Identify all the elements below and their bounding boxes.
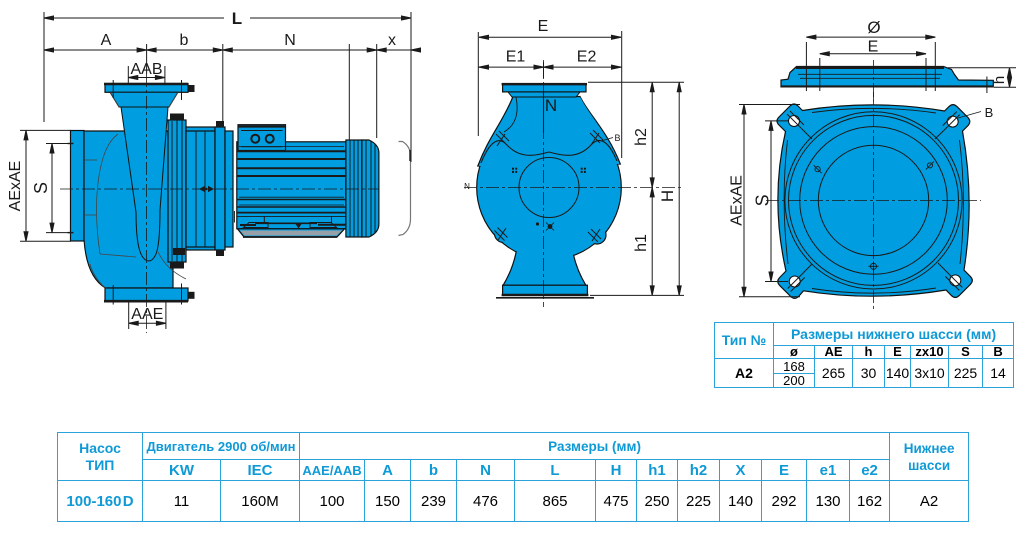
svg-text:B: B — [614, 133, 620, 143]
svg-text:N: N — [284, 32, 296, 49]
svg-text:N: N — [464, 182, 470, 191]
svg-text:h1: h1 — [633, 234, 650, 252]
svg-text:h2: h2 — [633, 128, 650, 146]
svg-text:E2: E2 — [577, 48, 597, 65]
svg-text:E: E — [868, 39, 879, 56]
svg-text:S: S — [753, 194, 773, 206]
svg-text:H: H — [658, 190, 677, 202]
svg-text:h: h — [991, 76, 1008, 84]
svg-text:AExAE: AExAE — [7, 161, 24, 212]
svg-text:AAB: AAB — [130, 61, 162, 78]
svg-text:AAE: AAE — [131, 306, 163, 323]
svg-text:AExAE: AExAE — [729, 175, 746, 226]
svg-text:B: B — [985, 105, 994, 120]
svg-text:E1: E1 — [506, 48, 526, 65]
svg-text:b: b — [180, 32, 189, 49]
svg-text:L: L — [232, 9, 242, 28]
svg-text:E: E — [538, 18, 549, 35]
svg-text:A: A — [101, 32, 112, 49]
svg-text:N: N — [545, 96, 557, 115]
svg-text:Ø: Ø — [867, 18, 880, 37]
svg-text:x: x — [388, 32, 396, 49]
svg-text:S: S — [31, 182, 51, 194]
